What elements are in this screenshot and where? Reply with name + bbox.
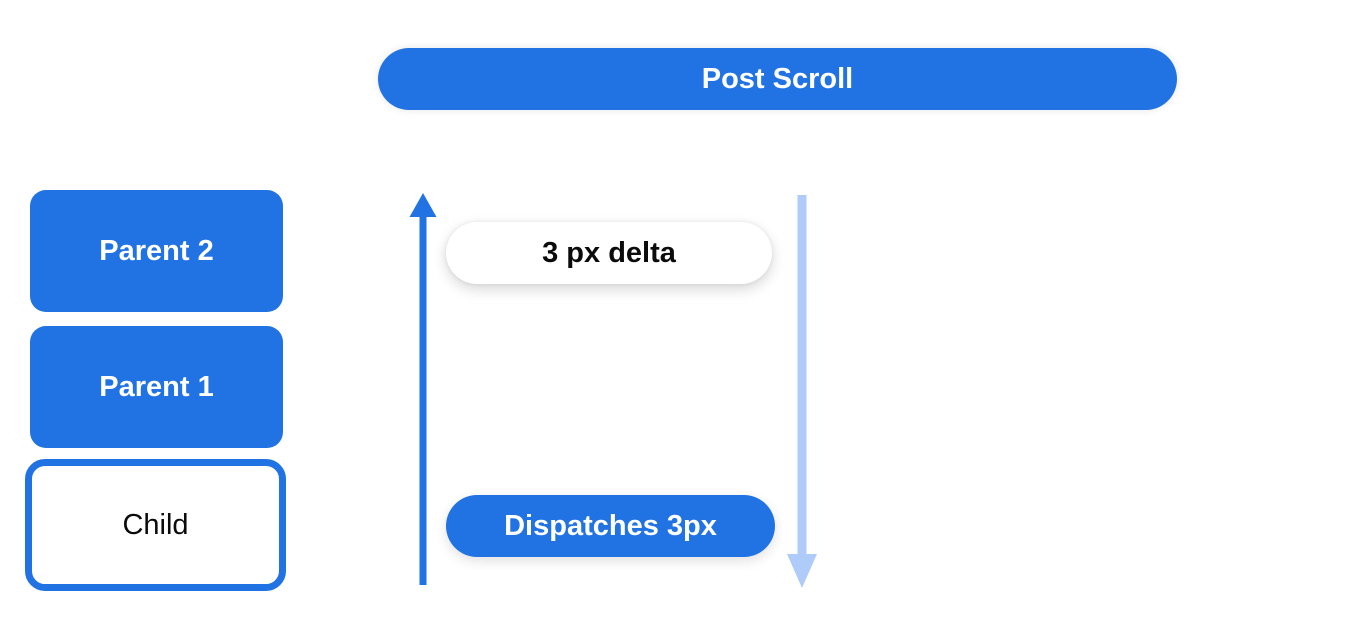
box-child-label: Child <box>122 508 189 541</box>
post-scroll-pill: Post Scroll <box>378 48 1177 110</box>
down-arrow-icon <box>787 195 817 588</box>
box-parent-1: Parent 1 <box>30 326 283 448</box>
box-child: Child <box>25 459 286 591</box>
box-parent-1-label: Parent 1 <box>99 370 214 403</box>
dispatch-label: Dispatches 3px <box>504 509 717 542</box>
dispatch-pill: Dispatches 3px <box>446 495 775 557</box>
delta-label: 3 px delta <box>542 236 676 269</box>
box-parent-2-label: Parent 2 <box>99 234 214 267</box>
box-parent-2: Parent 2 <box>30 190 283 312</box>
post-scroll-label: Post Scroll <box>701 62 854 95</box>
up-arrow-icon <box>409 193 437 585</box>
delta-pill: 3 px delta <box>446 222 772 284</box>
